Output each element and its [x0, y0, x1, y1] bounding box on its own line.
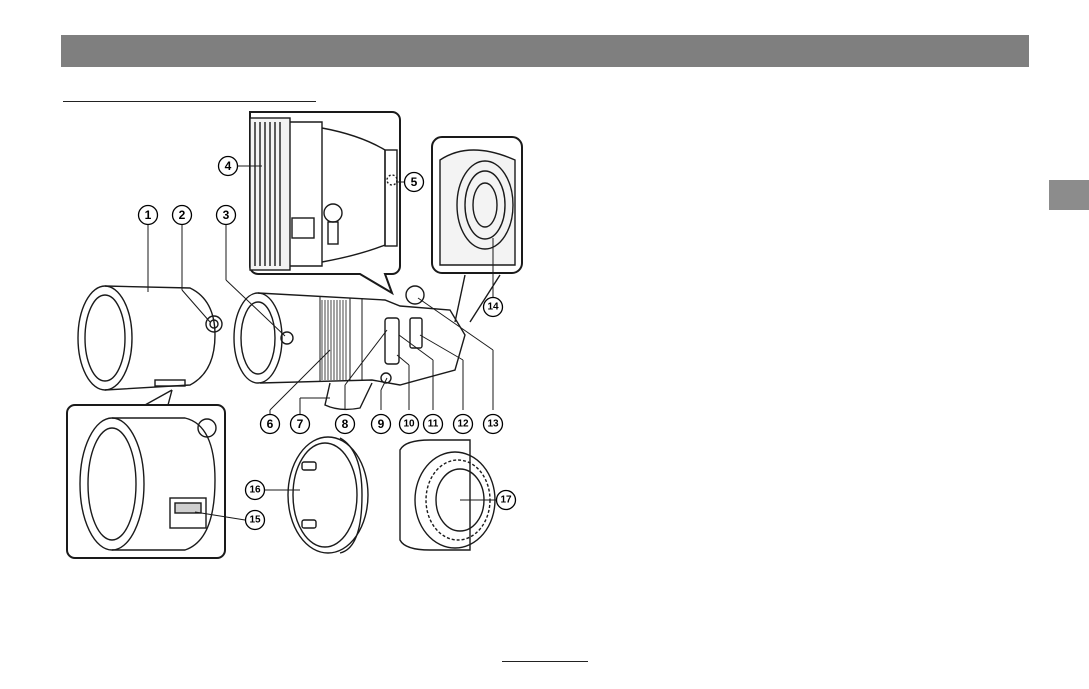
- callout-7-label: 7: [297, 417, 304, 431]
- callout-14: 14: [484, 298, 503, 317]
- callout-13: 13: [484, 415, 503, 434]
- callout-11: 11: [424, 415, 443, 434]
- callout-8-label: 8: [342, 417, 349, 431]
- callout-4-label: 4: [225, 159, 232, 173]
- callout-16: 16: [246, 481, 265, 500]
- inset-lens-mount: [432, 137, 522, 322]
- callout-7: 7: [291, 415, 310, 434]
- callout-14-label: 14: [487, 302, 499, 313]
- inset-lens-side: [250, 112, 400, 293]
- inset-hood-window: [67, 405, 225, 558]
- callout-1-label: 1: [145, 208, 152, 222]
- callout-12: 12: [454, 415, 473, 434]
- callout-2-label: 2: [179, 208, 186, 222]
- callout-17: 17: [497, 491, 516, 510]
- callout-9-label: 9: [378, 417, 385, 431]
- callout-11-label: 11: [428, 419, 439, 430]
- callout-3: 3: [217, 206, 236, 225]
- callout-10: 10: [400, 415, 419, 434]
- callout-16-label: 16: [249, 485, 261, 496]
- callout-3-label: 3: [223, 208, 230, 222]
- callout-12-label: 12: [457, 419, 469, 430]
- rear-cap-view: [400, 440, 495, 550]
- front-cap-view: [288, 437, 372, 555]
- callout-2: 2: [173, 206, 192, 225]
- lens-body: [234, 286, 465, 409]
- callout-4: 4: [219, 157, 238, 176]
- callout-5-label: 5: [411, 175, 418, 189]
- callout-8: 8: [336, 415, 355, 434]
- callout-6: 6: [261, 415, 280, 434]
- callout-15: 15: [246, 511, 265, 530]
- callout-9: 9: [372, 415, 391, 434]
- callout-10-label: 10: [403, 419, 415, 430]
- callout-5: 5: [405, 173, 424, 192]
- lens-hood: [78, 286, 222, 405]
- callout-6-label: 6: [267, 417, 274, 431]
- callout-13-label: 13: [487, 419, 499, 430]
- callout-17-label: 17: [500, 495, 512, 506]
- callout-1: 1: [139, 206, 158, 225]
- callout-15-label: 15: [249, 515, 261, 526]
